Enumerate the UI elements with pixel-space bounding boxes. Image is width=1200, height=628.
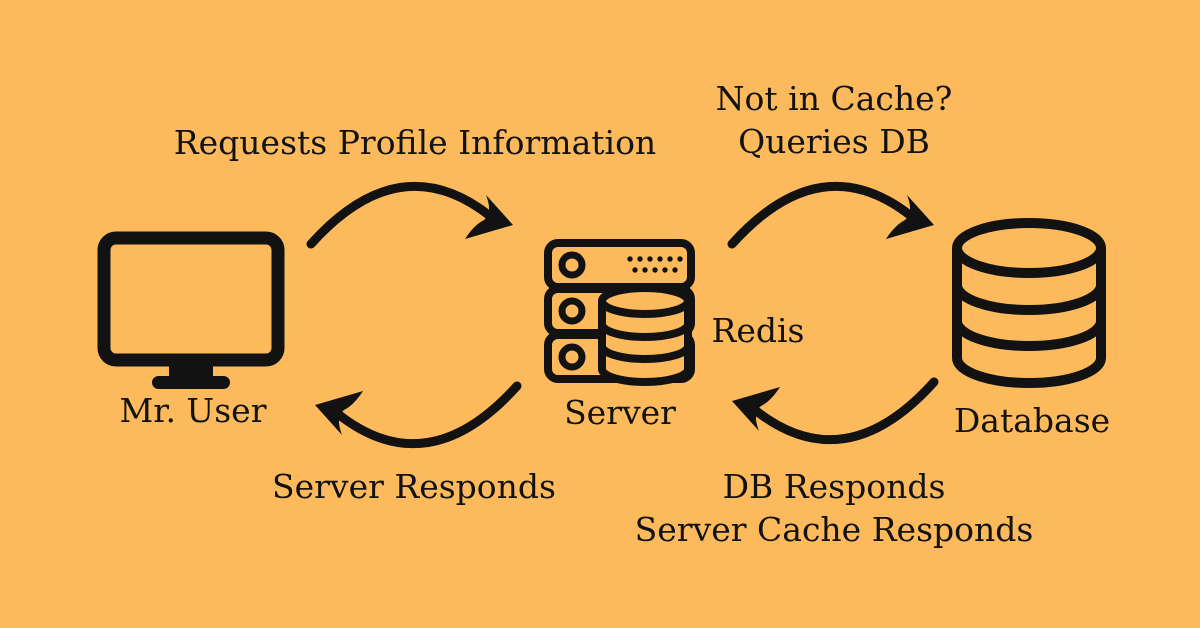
edge-label-not-in-cache-line2: Queries DB xyxy=(738,121,930,161)
arrow-server-to-user-icon xyxy=(310,374,522,449)
edge-label-not-in-cache: Not in Cache? Queries DB xyxy=(716,78,953,164)
edge-label-not-in-cache-line1: Not in Cache? xyxy=(715,79,953,118)
node-label-database: Database xyxy=(953,401,1111,440)
edge-label-db-responds: DB Responds Server Cache Responds xyxy=(635,466,1034,552)
arrow-server-to-database-icon xyxy=(727,181,939,256)
node-label-user: Mr. User xyxy=(119,391,267,430)
server-icon xyxy=(544,238,696,388)
database-icon xyxy=(948,218,1112,390)
node-label-server: Server xyxy=(564,393,676,432)
monitor-icon xyxy=(96,230,286,390)
node-label-redis: Redis xyxy=(711,311,805,350)
edge-label-requests-profile-information: Requests Profile Information xyxy=(173,123,657,162)
arrow-database-to-server-icon xyxy=(727,370,939,445)
edge-label-server-responds: Server Responds xyxy=(272,467,556,506)
server-vent-dots xyxy=(627,256,683,273)
arrow-user-to-server-icon xyxy=(306,181,518,256)
redis-cylinder-icon xyxy=(598,284,692,386)
edge-label-db-responds-line2: Server Cache Responds xyxy=(634,509,1034,549)
edge-label-db-responds-line1: DB Responds xyxy=(722,467,946,506)
